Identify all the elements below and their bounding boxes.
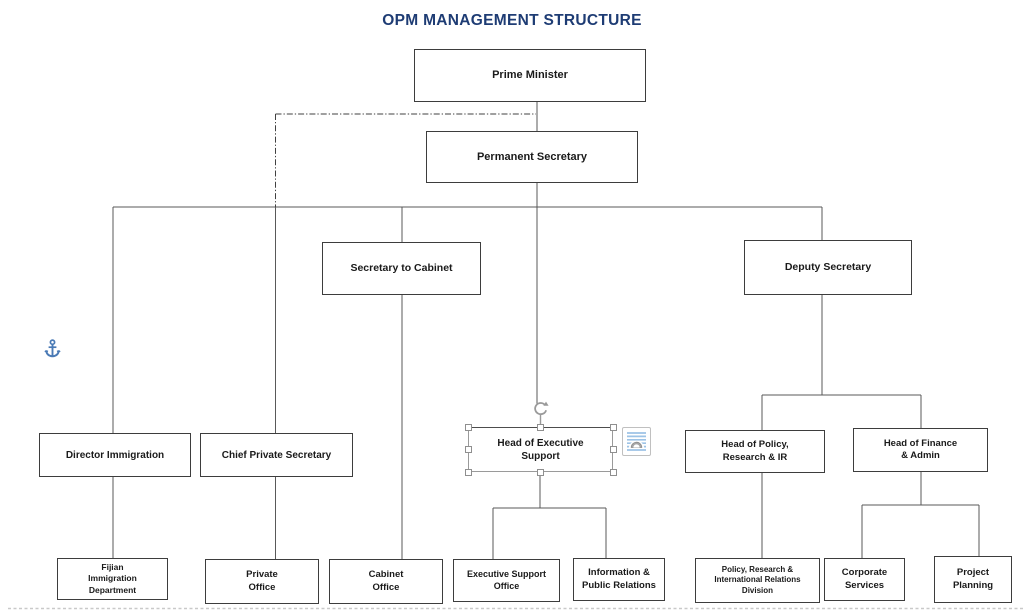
org-box-label: Head of Finance & Admin [883, 437, 958, 461]
page-title: OPM MANAGEMENT STRUCTURE [382, 12, 642, 29]
org-box-head-of-executive-support-selected[interactable]: Head of Executive Support [468, 427, 613, 472]
org-box-cabinet-office[interactable]: Cabinet Office [329, 559, 443, 604]
selection-handle-top-right[interactable] [609, 423, 617, 431]
selection-handle-middle-right[interactable] [609, 446, 617, 453]
org-box-label: Information & Public Relations [582, 567, 656, 591]
org-box-label: Executive Support Office [466, 568, 547, 591]
selection-handle-bottom-middle[interactable] [537, 468, 544, 476]
org-box-label: Corporate Services [841, 567, 888, 591]
selection-handle-top-left[interactable] [464, 423, 472, 431]
org-box-label: Head of Policy, Research & IR [721, 439, 789, 463]
org-box-information-public-relations[interactable]: Information & Public Relations [573, 558, 665, 601]
org-box-corporate-services[interactable]: Corporate Services [824, 558, 905, 601]
layout-options-button[interactable] [622, 427, 651, 456]
org-box-prime-minister[interactable]: Prime Minister [414, 49, 646, 102]
org-box-executive-support-office[interactable]: Executive Support Office [453, 559, 560, 602]
org-box-label: Policy, Research & International Relatio… [714, 564, 801, 595]
org-box-label: Deputy Secretary [784, 260, 872, 273]
selection-handle-middle-left[interactable] [464, 446, 472, 453]
org-box-label: Head of Executive Support [497, 437, 584, 462]
org-box-label: Director Immigration [65, 449, 165, 461]
org-box-label: Secretary to Cabinet [350, 261, 453, 274]
anchor-icon [44, 339, 61, 358]
org-box-policy-research-international-relations-division[interactable]: Policy, Research & International Relatio… [695, 558, 820, 603]
rotation-handle[interactable] [531, 400, 550, 425]
org-box-chief-private-secretary[interactable]: Chief Private Secretary [200, 433, 353, 477]
org-box-label: Prime Minister [492, 69, 568, 82]
org-box-deputy-secretary[interactable]: Deputy Secretary [744, 240, 912, 295]
org-box-head-of-finance-admin[interactable]: Head of Finance & Admin [853, 428, 988, 472]
org-box-label: Permanent Secretary [476, 150, 588, 163]
org-box-label: Project Planning [952, 567, 994, 591]
layout-options-icon [627, 432, 646, 451]
object-anchor[interactable] [44, 339, 61, 359]
org-box-permanent-secretary[interactable]: Permanent Secretary [426, 131, 638, 183]
org-box-private-office[interactable]: Private Office [205, 559, 319, 604]
org-box-head-of-policy-research-ir[interactable]: Head of Policy, Research & IR [685, 430, 825, 473]
rotate-icon [534, 401, 549, 424]
org-box-label: Cabinet Office [368, 569, 404, 593]
org-box-director-immigration[interactable]: Director Immigration [39, 433, 191, 477]
org-box-fijian-immigration-department[interactable]: Fijian Immigration Department [57, 558, 168, 600]
org-box-label: Fijian Immigration Department [88, 562, 137, 595]
org-box-secretary-to-cabinet[interactable]: Secretary to Cabinet [322, 242, 481, 295]
org-box-label: Private Office [246, 569, 278, 593]
selection-handle-bottom-right[interactable] [609, 468, 617, 476]
selection-handle-bottom-left[interactable] [464, 468, 472, 476]
org-box-label: Chief Private Secretary [221, 449, 332, 461]
org-box-project-planning[interactable]: Project Planning [934, 556, 1012, 603]
